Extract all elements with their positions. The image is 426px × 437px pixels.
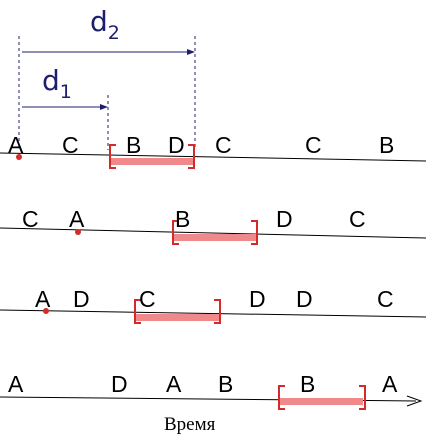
- timeline-line: [0, 227, 426, 239]
- highlight-band: [173, 234, 257, 241]
- highlight-band: [135, 314, 219, 321]
- event-label: D: [296, 286, 313, 312]
- event-label: A: [382, 371, 398, 397]
- event-label: A: [166, 371, 182, 397]
- timeline-row-2: C A B D C: [0, 206, 426, 245]
- bracket-open: [134, 299, 141, 324]
- bracket-open: [109, 144, 116, 169]
- event-label: D: [168, 132, 185, 158]
- dimension-label-d2: d2: [90, 5, 120, 44]
- event-label: D: [276, 206, 293, 232]
- event-label: B: [126, 132, 141, 158]
- dimension-arrowhead-d2: [187, 49, 195, 55]
- highlight-band: [110, 158, 194, 165]
- timeline-row-3: A D C D D C: [0, 286, 426, 324]
- event-label: A: [35, 286, 51, 312]
- bracket-close: [188, 144, 195, 169]
- start-point: [75, 229, 81, 235]
- timeline-row-4: A D A B B A: [0, 371, 423, 410]
- event-label: C: [349, 206, 366, 232]
- event-label: C: [215, 132, 232, 158]
- event-label: B: [218, 371, 233, 397]
- event-label: C: [305, 132, 322, 158]
- bracket-close: [214, 299, 221, 324]
- event-label: D: [73, 286, 90, 312]
- event-label: B: [379, 132, 394, 158]
- event-label: B: [300, 371, 315, 397]
- event-label: C: [377, 286, 394, 312]
- dimension-annotations: d2 d1: [18, 5, 196, 150]
- bracket-close: [251, 220, 258, 245]
- bracket-open: [278, 385, 285, 410]
- dimension-arrowhead-d1: [100, 104, 108, 110]
- event-label: D: [249, 286, 266, 312]
- timeline-line: [0, 152, 426, 162]
- event-label: C: [62, 132, 79, 158]
- event-label: A: [69, 206, 85, 232]
- time-axis-title: Время: [164, 414, 216, 435]
- time-axis-arrowhead: [406, 395, 423, 407]
- event-label: A: [8, 132, 24, 158]
- event-label: A: [8, 371, 24, 397]
- event-label: C: [22, 206, 39, 232]
- timeline-row-1: A C B D C C B: [0, 132, 426, 169]
- start-point: [43, 308, 49, 314]
- event-label: B: [175, 206, 190, 232]
- dimension-label-d1: d1: [42, 64, 72, 103]
- event-label: C: [139, 286, 156, 312]
- highlight-band: [279, 398, 363, 405]
- timeline-line: [0, 309, 426, 318]
- start-point: [16, 154, 22, 160]
- bracket-close: [359, 385, 366, 410]
- bracket-open: [172, 220, 179, 245]
- event-label: D: [111, 371, 128, 397]
